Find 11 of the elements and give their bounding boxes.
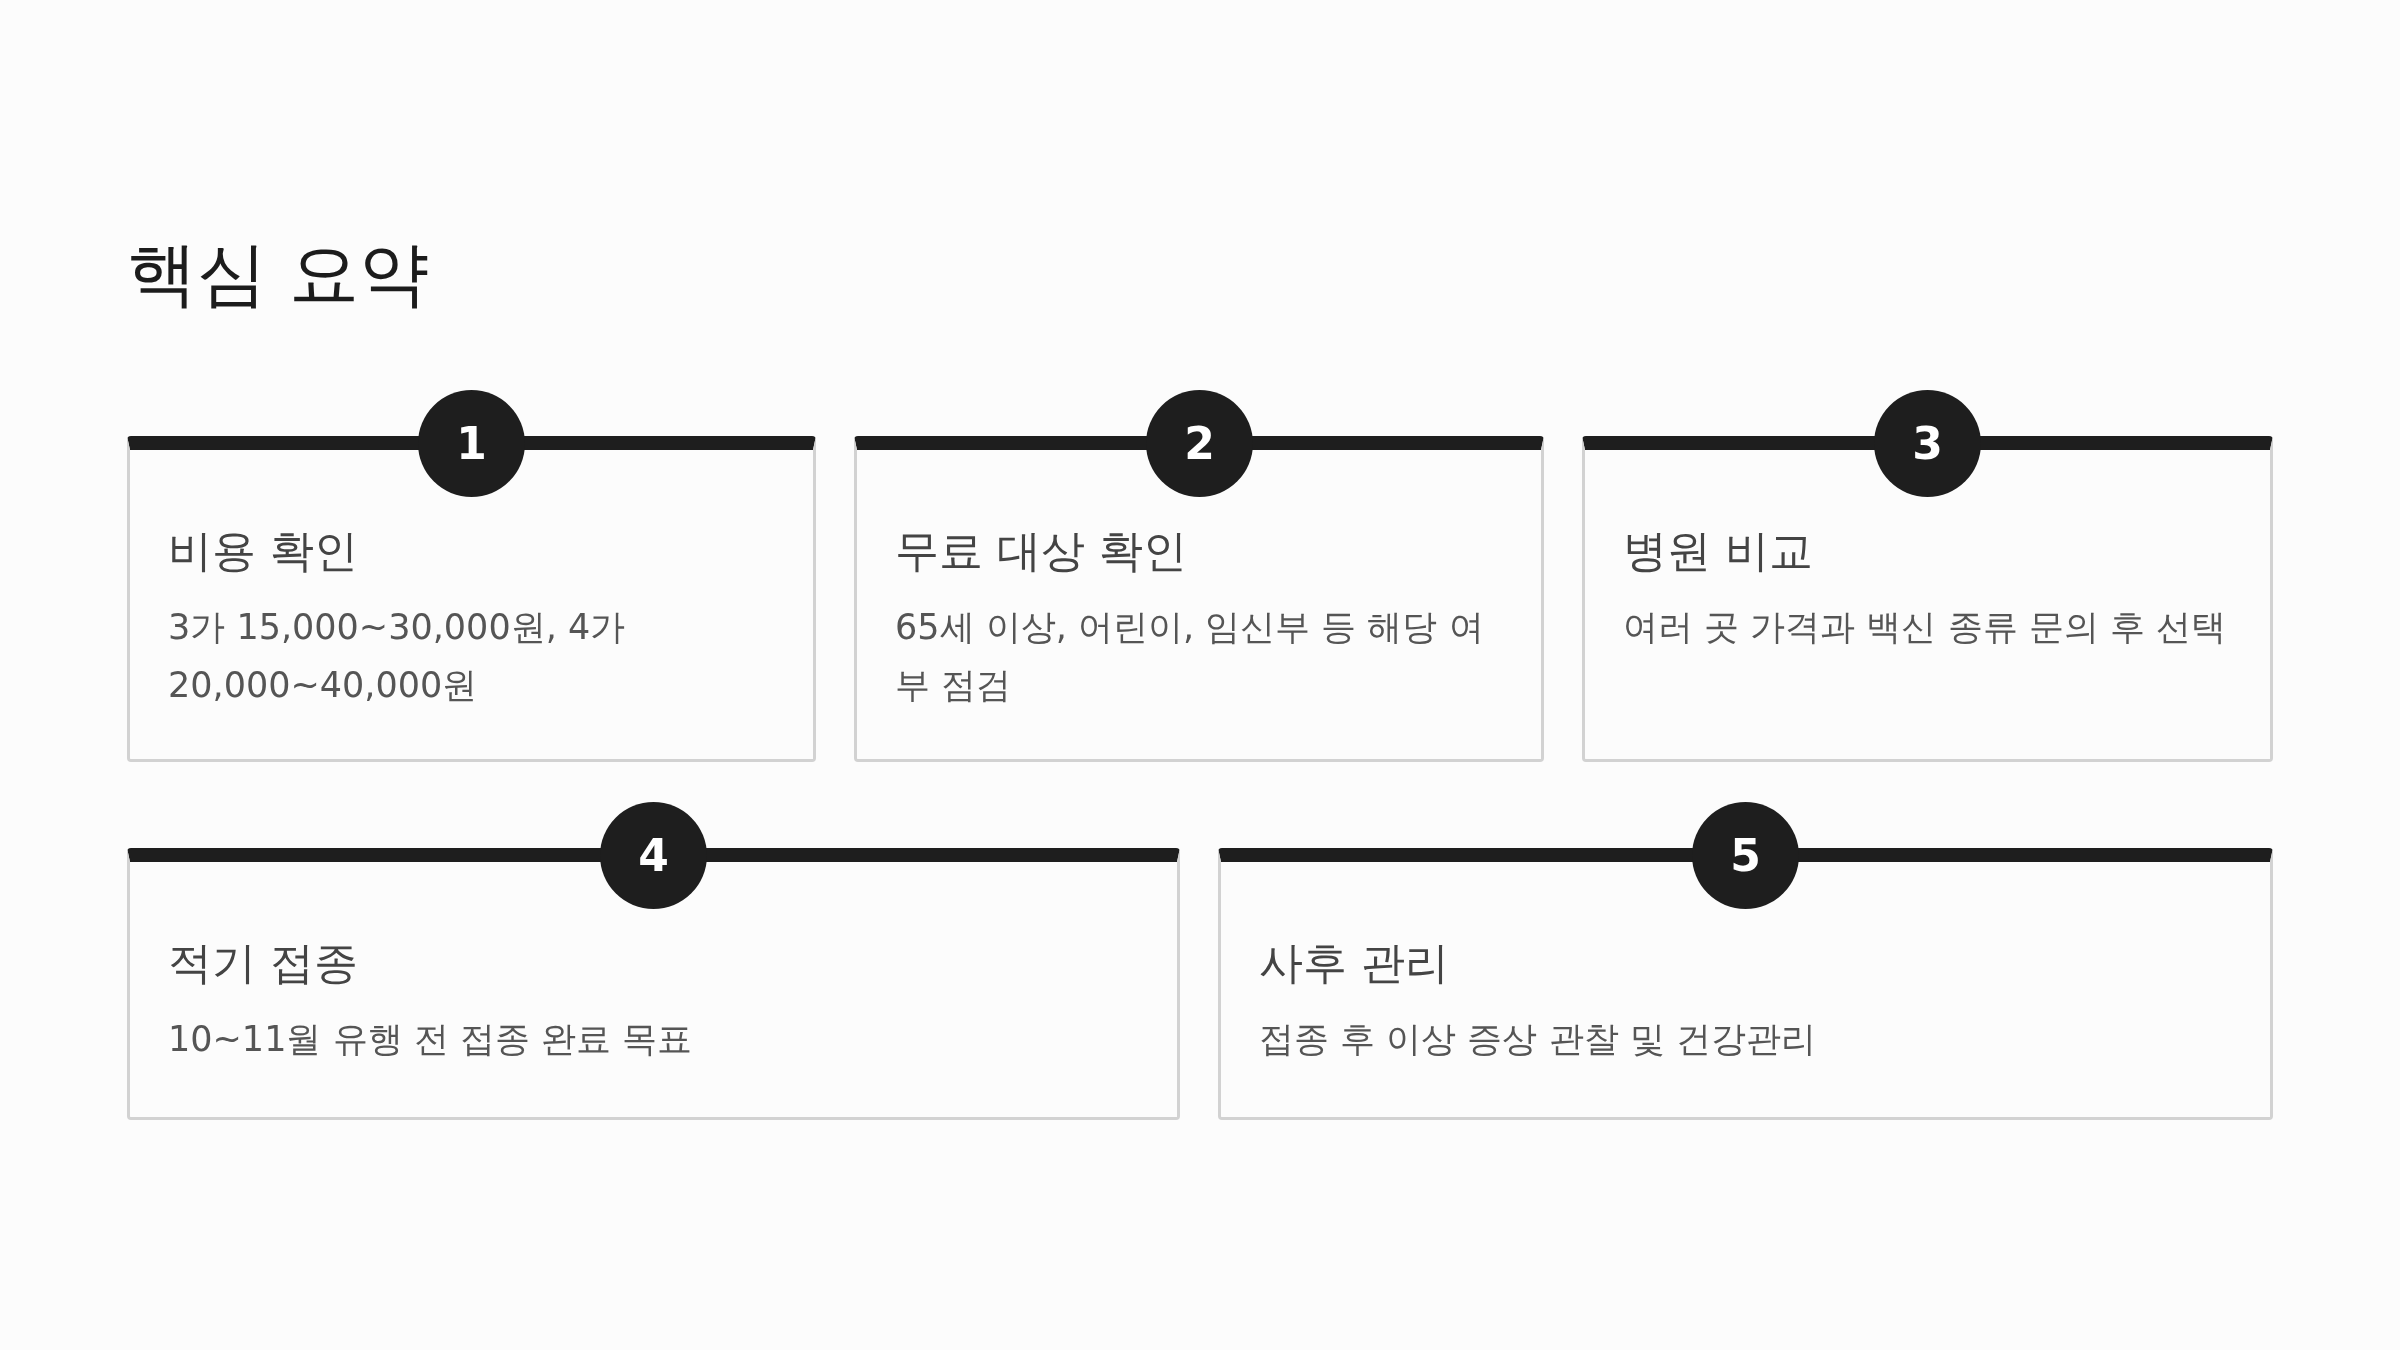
card-text: 접종 후 이상 증상 관찰 및 건강관리 (1259, 1018, 1817, 1061)
card-heading: 무료 대상 확인 (895, 524, 1187, 578)
card-text: 3가 15,000~30,000원, 4가 20,000~40,000원 (168, 606, 627, 707)
title: 핵심 요약 (127, 232, 430, 317)
card-heading: 병원 비교 (1623, 524, 1813, 578)
card-heading: 사후 관리 (1259, 936, 1449, 990)
card-heading: 적기 접종 (168, 936, 358, 990)
card-text: 65세 이상, 어린이, 임신부 등 해당 여부 점검 (895, 606, 1485, 707)
card-text: 여러 곳 가격과 백신 종류 문의 후 선택 (1623, 606, 2227, 649)
card-text: 10~11월 유행 전 접종 완료 목표 (168, 1018, 694, 1061)
card-heading: 비용 확인 (168, 524, 358, 578)
